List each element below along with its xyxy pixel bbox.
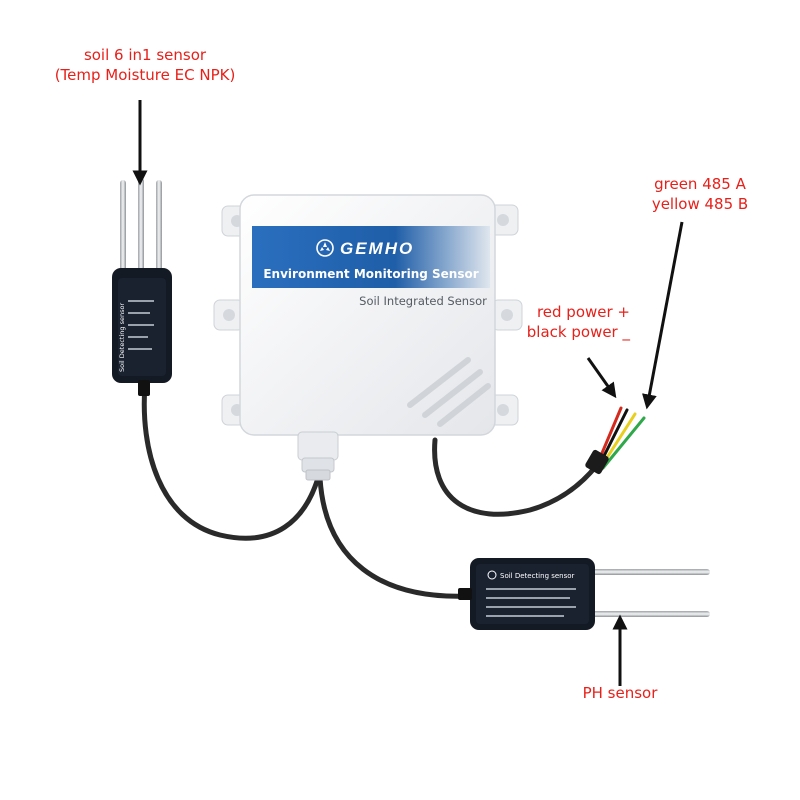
ph-sensor-label: PH sensor <box>582 684 658 702</box>
device-subtitle: Soil Integrated Sensor <box>359 294 487 308</box>
soil-6in1-probe: Soil Detecting sensor <box>112 178 172 396</box>
probe-pin <box>585 569 710 575</box>
cable-ph-sensor <box>317 475 473 599</box>
arrow-485-wires <box>642 221 684 410</box>
probe-pin <box>120 180 126 275</box>
soil-sensor-label-line1: soil 6 in1 sensor <box>83 46 207 64</box>
probe-pin <box>585 611 710 617</box>
arrow-power-wires <box>586 357 617 399</box>
wire-green <box>601 416 646 470</box>
pointer-arrows <box>132 100 684 686</box>
probe-logo-icon <box>487 570 497 580</box>
cable-soil-sensor <box>141 382 321 541</box>
brand-banner <box>252 226 490 288</box>
cables <box>141 382 600 599</box>
brand-name: GEMHO <box>340 239 414 258</box>
ph-probe: Soil Detecting sensor <box>458 558 710 630</box>
probe-pin <box>138 178 144 275</box>
probe-strain-relief <box>458 588 472 600</box>
enclosure: GEMHO Environment Monitoring Sensor Soil… <box>213 194 523 481</box>
probe-strain-relief <box>138 380 150 396</box>
gemho-logo-icon <box>316 239 334 257</box>
red-wire-label: red power + <box>536 303 630 321</box>
black-wire-label: black power _ <box>526 323 630 341</box>
cable-gland <box>297 431 339 461</box>
output-wires <box>585 406 646 475</box>
probe-label: Soil Detecting sensor <box>500 572 575 580</box>
soil-sensor-label-line2: (Temp Moisture EC NPK) <box>54 66 236 84</box>
probe-spec-text <box>128 300 154 350</box>
vent-slots <box>407 357 491 427</box>
soil-sensor-label: soil 6 in1 sensor (Temp Moisture EC NPK) <box>30 45 260 85</box>
wire-sleeve <box>585 449 609 475</box>
probe-spec-text <box>486 588 576 617</box>
device-title: Environment Monitoring Sensor <box>263 267 478 281</box>
probe-pin <box>156 180 162 275</box>
rs485-label: green 485 A yellow 485 B <box>630 174 770 214</box>
cable-output <box>432 437 600 517</box>
power-label: red power + black power _ <box>500 302 630 342</box>
green-wire-label: green 485 A <box>654 175 746 193</box>
yellow-wire-label: yellow 485 B <box>651 195 749 213</box>
probe-label: Soil Detecting sensor <box>118 303 126 372</box>
